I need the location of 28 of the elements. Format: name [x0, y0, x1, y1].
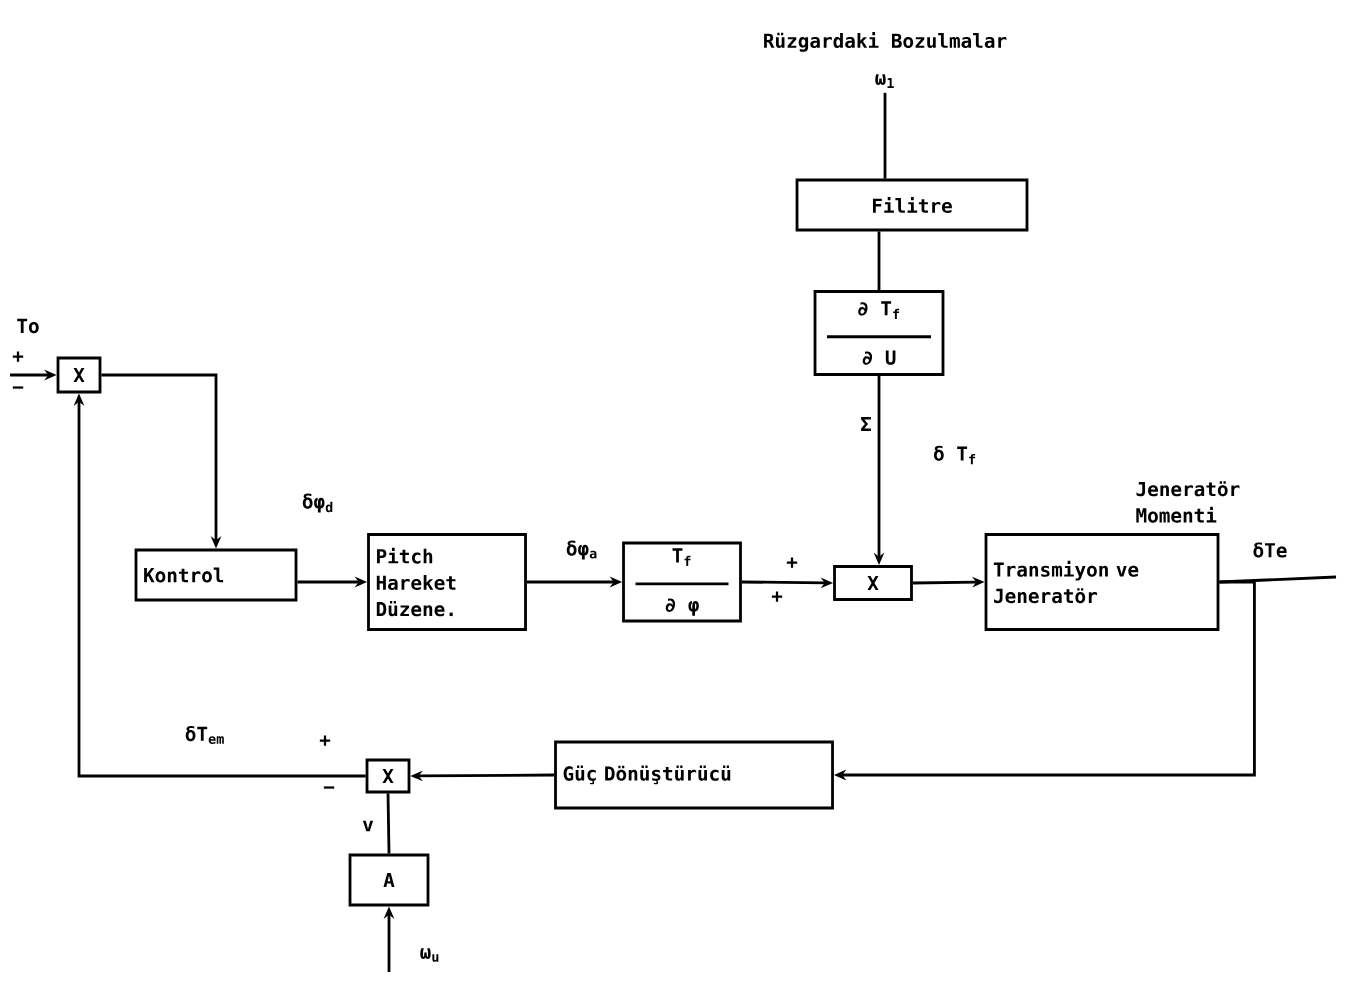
signal-label: δφ$_{d}$ — [302, 493, 333, 513]
gain-box: A — [348, 853, 430, 907]
signal-label: δ T$_{f}$ — [934, 445, 976, 465]
converter-box: Güç Dönüştürücü — [554, 740, 834, 810]
signal-label: v — [362, 820, 374, 832]
multiplier-box: X — [833, 565, 913, 601]
signal-label: ω$_{u}$ — [420, 948, 439, 962]
input-text: Rüzgardaki Bozulmalar ω$_{1}$ — [764, 32, 1007, 88]
signal-label: + — [12, 351, 24, 362]
generator-box: Transmiyon ve Jeneratör — [984, 533, 1220, 631]
filter-box: Filitre — [795, 178, 1029, 232]
controller-box: Kontrol — [134, 548, 298, 602]
signal-label: + — [771, 591, 783, 602]
signal-label: − — [12, 386, 24, 389]
signal-label: + — [319, 735, 331, 746]
transfer-box: ∂ T$_{f}$ ∂ U — [813, 290, 945, 376]
signal-label: Σ — [861, 416, 871, 432]
signal-label: Jeneratör Momenti — [1136, 481, 1240, 523]
signal-label: δφ$_{a}$ — [566, 540, 597, 560]
signal-label: − — [323, 786, 335, 789]
multiplier-box: X — [56, 356, 102, 394]
actuator-box: Pitch Hareket Düzene. — [367, 533, 527, 631]
signal-label: δT$_{em}$ — [185, 726, 224, 744]
signal-label: δTe — [1253, 542, 1287, 558]
multiplier-box: X — [365, 758, 411, 794]
signal-label: To — [17, 318, 39, 334]
transfer-box: T$_{f}$ ∂ φ — [622, 541, 742, 623]
signal-label: + — [786, 557, 798, 568]
